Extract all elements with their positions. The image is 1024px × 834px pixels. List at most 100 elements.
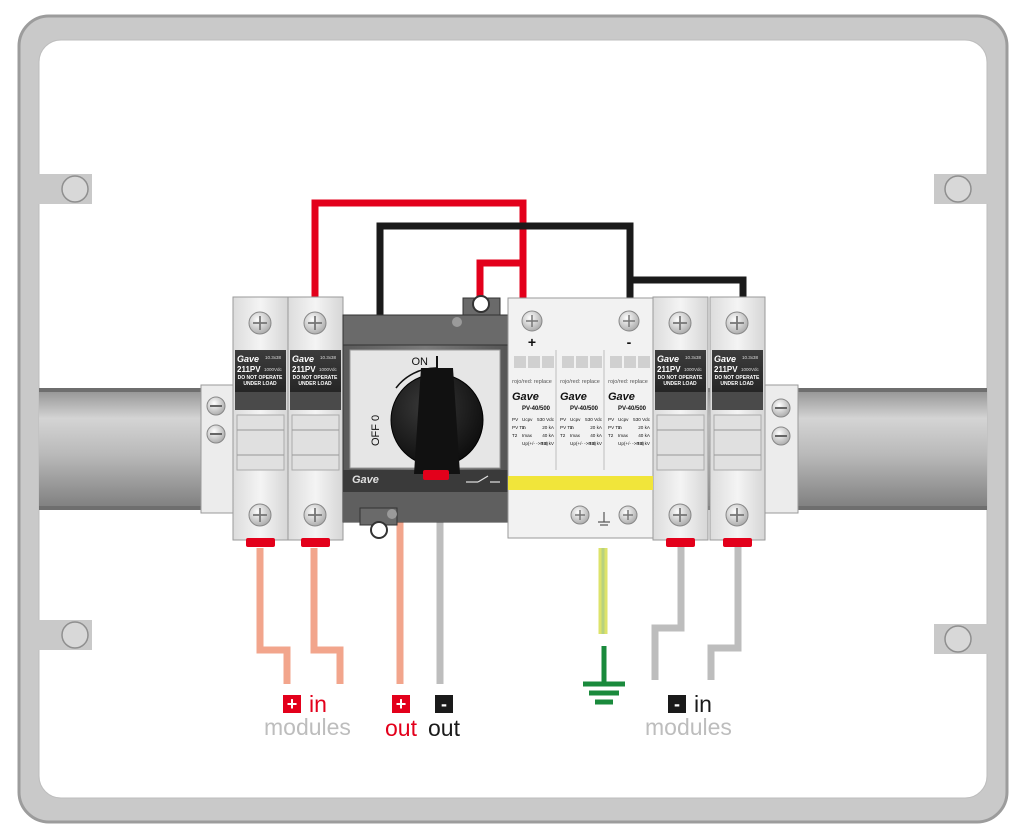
fuse-model: 211PV (657, 365, 681, 374)
spd-earth-symbol-icon (598, 512, 610, 526)
mount-tab-top-right (934, 174, 990, 204)
spd-model: PV-40/500 (522, 406, 551, 412)
switch-off-label: OFF 0 (370, 415, 382, 446)
wire-plus-in-1 (256, 548, 291, 684)
end-stop-right (763, 384, 799, 514)
fuse-rating-size: 10.3x38 (320, 355, 337, 360)
spd-spec-value: 40 kA (542, 433, 555, 438)
spd-brand: Gave (512, 391, 539, 403)
spd-spec-name: Ucpv (522, 417, 533, 422)
fuse-brand: Gave (237, 354, 259, 364)
spd-spec-name: Ucpv (618, 417, 629, 422)
label-plus-in: + in (283, 692, 327, 716)
fuse-warning-1: DO NOT OPERATE (658, 375, 703, 381)
spd-screw-earth-2 (618, 505, 638, 525)
fuse-rating-voltage: 1000Vdc (741, 367, 760, 372)
spd-spec-name: Imax (618, 433, 629, 438)
fuse-warning-2: UNDER LOAD (663, 381, 697, 387)
label-plus-in-modules: modules (264, 714, 351, 740)
spd-spec-tag: T2 (560, 433, 566, 438)
label-minus-in-word: in (694, 691, 712, 717)
spd-plus-label: + (528, 334, 536, 350)
label-plus-out: +out (381, 692, 421, 740)
fuse-screw-bottom (668, 503, 692, 527)
fuse-screw-bottom (725, 503, 749, 527)
fuse-screw-top (248, 311, 272, 335)
spd-spec-value: 530 Vdc (537, 417, 555, 422)
label-minus-out-word: out (428, 715, 460, 741)
spd-spec-value: 20 kA (638, 425, 651, 430)
spd-model: PV-40/500 (618, 406, 647, 412)
spd-spec-value: 530 Vdc (633, 417, 651, 422)
spd-screw-plus (521, 310, 543, 332)
spd-replace-note: rojo/red: replace (512, 379, 552, 385)
spd-replace-note: rojo/red: replace (560, 379, 600, 385)
spd-brand: Gave (560, 391, 587, 403)
switch-brand: Gave (352, 474, 379, 486)
spd-spec-name: Ucpv (570, 417, 581, 422)
switch-knob[interactable] (390, 368, 484, 480)
fuse-model: 211PV (237, 365, 261, 374)
label-minus-in: -in (668, 692, 712, 716)
fuse-model: 211PV (292, 365, 316, 374)
spd-spec-tag: PV (608, 417, 615, 422)
label-plus-out-word: out (385, 715, 417, 741)
mount-tab-top-left (36, 174, 92, 204)
mount-tab-bottom-left (36, 620, 92, 650)
fuse-model: 211PV (714, 365, 738, 374)
wires-bottom (256, 520, 742, 684)
spd-spec-tag: PV (512, 417, 519, 422)
spd-minus-label: - (627, 334, 632, 350)
switch-contact-icon (466, 475, 500, 483)
spd-spec-value: 1.8 kV (637, 441, 651, 446)
spd-spec-value: 1.8 kV (541, 441, 555, 446)
wire-red-top (311, 199, 527, 298)
wire-black-top (376, 222, 747, 315)
label-minus-in-modules: modules (645, 714, 732, 740)
spd-spec-value: 40 kA (590, 433, 603, 438)
spd-replace-note: rojo/red: replace (608, 379, 648, 385)
fuse-rating-voltage: 1000Vdc (319, 367, 338, 372)
spd-spec-name: Up(+/- ->PE) (618, 441, 645, 446)
disconnect-switch: ON OFF 0 Gave (342, 295, 509, 539)
spd-spec-tag: PV T2 (512, 425, 525, 430)
plus-icon: + (283, 695, 301, 713)
spd-screw-earth-1 (570, 505, 590, 525)
ground-icon (583, 646, 625, 705)
minus-icon: - (668, 695, 686, 713)
fuse-rating-size: 10.3x38 (742, 355, 759, 360)
mount-tab-bottom-right (934, 624, 990, 654)
spd-spec-name: In (522, 425, 526, 430)
fuse-screw-top (725, 311, 749, 335)
fuse-warning-1: DO NOT OPERATE (293, 375, 338, 381)
spd-spec-name: Up(+/- ->PE) (522, 441, 549, 446)
wire-minus-in-1 (651, 545, 685, 680)
spd-spec-name: Imax (522, 433, 533, 438)
spd-spec-value: 20 kA (590, 425, 603, 430)
fuse-rating-size: 10.3x38 (265, 355, 282, 360)
fuse-warning-2: UNDER LOAD (243, 381, 277, 387)
fuse-brand: Gave (292, 354, 314, 364)
fuse-warning-2: UNDER LOAD (720, 381, 754, 387)
wire-plus-in-2 (310, 548, 344, 684)
fuse-rating-size: 10.3x38 (685, 355, 702, 360)
spd-spec-name: In (570, 425, 574, 430)
spd-spec-tag: PV T2 (560, 425, 573, 430)
spd-brand: Gave (608, 391, 635, 403)
fuse-screw-bottom (248, 503, 272, 527)
spd-spec-name: Imax (570, 433, 581, 438)
label-plus-in-word: in (309, 691, 327, 717)
spd-spec-tag: PV T2 (608, 425, 621, 430)
spd-spec-name: Up(+/- ->PE) (570, 441, 597, 446)
fuse-brand: Gave (657, 354, 679, 364)
